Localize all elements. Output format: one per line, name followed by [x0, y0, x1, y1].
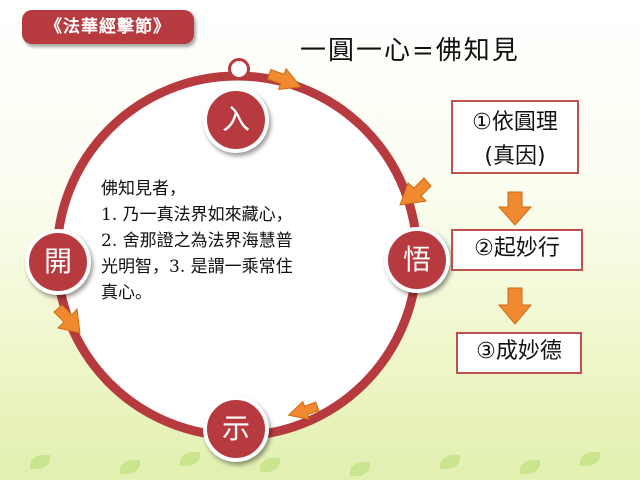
- arrow-icon: [497, 287, 533, 325]
- arrow-icon: [53, 304, 81, 334]
- center-text-line: 2. 舍那證之為法界海慧普: [101, 231, 293, 251]
- leaf-icon: [520, 460, 540, 474]
- leaf-icon: [580, 452, 600, 466]
- node-show: 示: [203, 396, 269, 462]
- arrow-icon: [287, 400, 320, 421]
- arrow-icon: [497, 191, 533, 226]
- center-text: 佛知見者， 1. 乃一真法界如來藏心， 2. 舍那證之為法界海慧普 光明智，3.…: [101, 176, 391, 306]
- book-title-tag: 《法華經擊節》: [22, 10, 194, 44]
- ring-start-dot: [228, 58, 250, 80]
- leaf-icon: [350, 462, 370, 476]
- step-box-2: ②起妙行: [451, 229, 583, 271]
- arrow-icon: [266, 67, 302, 90]
- leaf-icon: [180, 452, 200, 466]
- step-1-label: ①依圓理: [472, 110, 558, 135]
- leaf-icon: [30, 455, 50, 469]
- leaf-icon: [120, 460, 140, 474]
- step-1-sublabel: (真因): [484, 144, 546, 169]
- center-text-line: 真心。: [101, 283, 152, 303]
- leaf-icon: [260, 458, 280, 472]
- node-enter: 入: [203, 87, 269, 153]
- slide-title: 一圓一心=佛知見: [300, 36, 520, 66]
- leaf-icon: [440, 455, 460, 469]
- center-text-line: 1. 乃一真法界如來藏心，: [101, 205, 293, 225]
- node-awaken: 悟: [384, 227, 450, 293]
- node-open: 開: [25, 229, 91, 295]
- arrow-icon: [399, 177, 432, 206]
- center-text-line: 光明智，3. 是謂一乘常住: [101, 257, 293, 277]
- step-box-3: ③成妙德: [456, 332, 582, 374]
- center-text-line: 佛知見者，: [101, 179, 186, 199]
- step-box-1: ①依圓理 (真因): [451, 100, 579, 174]
